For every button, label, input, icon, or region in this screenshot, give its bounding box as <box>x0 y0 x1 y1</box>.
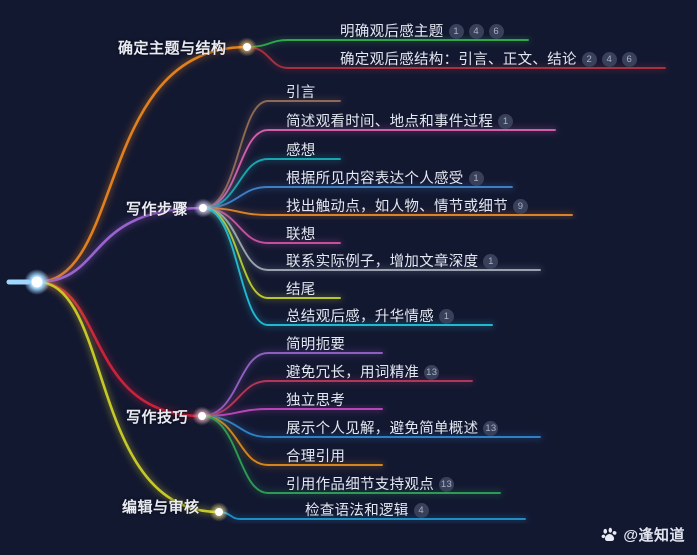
branch-node-branch-edit-review[interactable] <box>209 502 229 522</box>
leaf-badge[interactable]: 1 <box>483 254 499 269</box>
leaf-label[interactable]: 检查语法和逻辑 4 <box>305 499 429 520</box>
leaf-label[interactable]: 结尾 <box>286 278 316 299</box>
leaf-label-text: 联系实际例子，增加文章深度 <box>286 254 479 270</box>
leaf-label[interactable]: 总结观后感，升华情感 1 <box>286 305 454 326</box>
branch-edge-branch-writing-steps <box>35 206 205 284</box>
leaf-badge[interactable]: 1 <box>468 171 484 186</box>
leaf-edge <box>201 408 383 417</box>
leaf-label-text: 避免冗长，用词精准 <box>286 365 420 381</box>
leaf-edge <box>246 39 529 48</box>
branch-edge-branch-edit-review <box>35 280 221 514</box>
leaf-badge[interactable]: 4 <box>413 503 429 518</box>
leaf-label-text: 联想 <box>286 227 316 243</box>
leaf-badge[interactable]: 2 <box>581 52 597 67</box>
root-node-core <box>31 276 43 288</box>
leaf-label[interactable]: 联想 <box>286 223 316 244</box>
leaf-badge[interactable]: 6 <box>621 52 637 67</box>
leaf-badge[interactable]: 1 <box>498 114 514 129</box>
leaf-badge[interactable]: 1 <box>448 24 464 39</box>
leaf-edge <box>199 406 385 419</box>
branch-edge-branch-topic-structure <box>34 44 250 285</box>
leaf-badge[interactable]: 13 <box>439 477 454 492</box>
leaf-label[interactable]: 独立思考 <box>286 389 345 410</box>
watermark-text: @逢知道 <box>623 527 685 544</box>
branch-node-branch-writing-skills[interactable] <box>192 406 212 426</box>
leaf-label[interactable]: 合理引用 <box>286 445 345 466</box>
leaf-label-text: 结尾 <box>286 282 316 298</box>
leaf-label-text: 引言 <box>286 85 316 101</box>
leaf-label-text: 确定观后感结构：引言、正文、结论 <box>340 52 577 68</box>
leaf-label-text: 根据所见内容表达个人感受 <box>286 171 464 187</box>
branch-label-branch-writing-skills[interactable]: 写作技巧 <box>126 409 189 426</box>
branch-node-branch-writing-steps[interactable] <box>193 198 213 218</box>
branch-edge-branch-writing-skills <box>35 280 204 418</box>
leaf-label[interactable]: 简述观看时间、地点和事件过程 1 <box>286 110 514 131</box>
node-core <box>198 412 206 420</box>
branch-edge-branch-writing-skills <box>34 279 205 419</box>
branch-edge-branch-topic-structure <box>35 45 249 284</box>
baidu-paw-icon <box>601 527 617 542</box>
leaf-label-text: 引用作品细节支持观点 <box>286 477 434 493</box>
node-core <box>243 43 251 51</box>
leaf-badge[interactable]: 6 <box>488 24 504 39</box>
node-core <box>215 508 223 516</box>
leaf-label-text: 检查语法和逻辑 <box>305 503 409 519</box>
leaf-label-text: 简述观看时间、地点和事件过程 <box>286 114 494 130</box>
leaf-badge[interactable]: 4 <box>601 52 617 67</box>
watermark: @逢知道 <box>601 524 685 545</box>
leaf-label-text: 明确观后感主题 <box>340 24 444 40</box>
leaf-badge[interactable]: 9 <box>513 199 528 214</box>
branch-label-branch-topic-structure[interactable]: 确定主题与结构 <box>118 40 227 57</box>
leaf-label[interactable]: 联系实际例子，增加文章深度 1 <box>286 250 499 271</box>
leaf-label[interactable]: 展示个人见解，避免简单概述 13 <box>286 417 499 438</box>
leaf-label[interactable]: 引言 <box>286 81 316 102</box>
leaf-label[interactable]: 感想 <box>286 139 316 160</box>
leaf-label-text: 总结观后感，升华情感 <box>286 309 434 325</box>
leaf-label[interactable]: 根据所见内容表达个人感受 1 <box>286 167 484 188</box>
leaf-label-text: 独立思考 <box>286 393 346 409</box>
leaf-label[interactable]: 找出触动点，如人物、情节或细节 9 <box>286 195 528 216</box>
leaf-label-text: 展示个人见解，避免简单概述 <box>286 421 479 437</box>
leaf-label[interactable]: 简明扼要 <box>286 333 345 354</box>
root-node[interactable] <box>24 269 50 295</box>
leaf-edge <box>244 37 531 50</box>
leaf-badge[interactable]: 13 <box>424 365 440 380</box>
branch-label-branch-edit-review[interactable]: 编辑与审核 <box>122 499 200 516</box>
leaf-badge[interactable]: 1 <box>439 309 454 324</box>
leaf-label-text: 感想 <box>286 143 316 159</box>
node-core <box>199 204 207 212</box>
branch-edge-branch-writing-steps <box>34 205 206 285</box>
branch-node-branch-topic-structure[interactable] <box>237 37 257 57</box>
branch-edge-branch-edit-review <box>34 279 222 515</box>
leaf-label-text: 找出触动点，如人物、情节或细节 <box>286 199 508 215</box>
leaf-label[interactable]: 引用作品细节支持观点 13 <box>286 473 454 494</box>
leaf-label-text: 合理引用 <box>286 449 346 465</box>
leaf-label[interactable]: 避免冗长，用词精准 13 <box>286 361 440 382</box>
leaf-label-text: 简明扼要 <box>286 337 346 353</box>
leaf-badge[interactable]: 4 <box>468 24 484 39</box>
leaf-badge[interactable]: 13 <box>483 421 499 436</box>
branch-label-branch-writing-steps[interactable]: 写作步骤 <box>126 201 189 218</box>
